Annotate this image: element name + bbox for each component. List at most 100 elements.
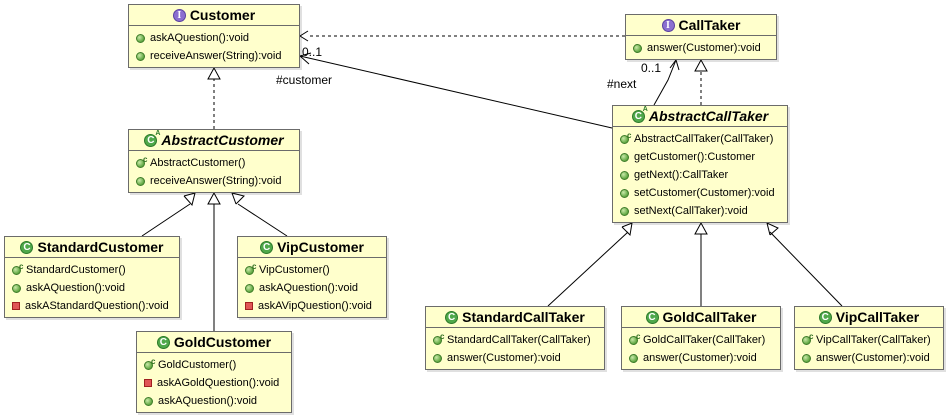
class-badge-icon: C [645,310,659,324]
association-next [653,59,677,106]
private-method-icon [12,302,20,310]
member-row[interactable]: askAQuestion():void [137,392,291,410]
member-signature: getNext():CallTaker [634,169,729,181]
realization-arrowhead [207,66,221,80]
public-method-icon [620,206,629,216]
public-method-icon [802,353,811,363]
member-signature: answer(Customer):void [647,42,761,54]
private-method-icon [245,302,253,310]
constructor-icon: c [144,357,155,370]
member-row[interactable]: receiveAnswer(String):void [129,172,299,190]
class-name: VipCallTaker [835,309,920,325]
next-multiplicity-label: 0..1 [641,61,662,75]
constructor-icon: c [12,262,23,275]
member-row[interactable]: askAQuestion():void [5,279,179,297]
private-method-icon [144,379,152,387]
public-method-icon [136,33,145,43]
public-method-icon [136,176,145,186]
generalization-vipcustomer [237,203,288,237]
customer-role-label: #customer [276,73,333,87]
member-row[interactable]: getCustomer():Customer [613,148,787,166]
realization-arrowhead [694,58,708,72]
member-signature: StandardCustomer() [26,264,126,276]
member-row[interactable]: answer(Customer):void [626,39,776,57]
member-row[interactable]: receiveAnswer(String):void [129,47,299,65]
generalization-arrowhead [766,222,779,236]
member-row[interactable]: askAStandardQuestion():void [5,297,179,315]
public-method-icon [12,283,21,293]
member-row[interactable]: answer(Customer):void [426,349,604,367]
class-name: AbstractCallTaker [648,108,769,124]
member-signature: askAVipQuestion():void [258,300,372,312]
member-signature: askAQuestion():void [26,282,126,294]
constructor-icon: c [620,131,631,144]
class-name: VipCustomer [277,239,364,255]
member-row[interactable]: askAVipQuestion():void [238,297,386,315]
association-customer [299,55,613,129]
member-signature: askAGoldQuestion():void [157,377,280,389]
member-row[interactable]: askAQuestion():void [129,29,299,47]
member-row[interactable]: askAGoldQuestion():void [137,374,291,392]
class-name: CallTaker [678,17,741,33]
constructor-icon: c [433,332,444,345]
customer-multiplicity-label: 0..1 [302,45,323,59]
member-row[interactable]: answer(Customer):void [795,349,943,367]
member-signature: receiveAnswer(String):void [150,175,282,187]
member-signature: setNext(CallTaker):void [634,205,748,217]
member-signature: getCustomer():Customer [634,151,756,163]
public-method-icon [144,396,153,406]
class-badge-icon: C [20,240,34,254]
public-method-icon [620,188,629,198]
member-signature: askAStandardQuestion():void [25,300,169,312]
constructor-icon: c [629,332,640,345]
member-signature: setCustomer(Customer):void [634,187,775,199]
member-row[interactable]: answer(Customer):void [622,349,780,367]
class-name: GoldCallTaker [662,309,757,325]
member-row[interactable]: askAQuestion():void [238,279,386,297]
interface-badge-icon: I [172,8,186,22]
member-row[interactable]: setNext(CallTaker):void [613,202,787,220]
class-name: Customer [189,7,256,23]
class-name: StandardCallTaker [462,309,585,325]
member-row[interactable]: getNext():CallTaker [613,166,787,184]
association-arrowhead [669,58,680,71]
public-method-icon [245,283,254,293]
member-row[interactable]: setCustomer(Customer):void [613,184,787,202]
generalization-arrowhead [183,192,196,207]
member-signature: askAQuestion():void [259,282,359,294]
member-signature: VipCustomer() [259,264,330,276]
